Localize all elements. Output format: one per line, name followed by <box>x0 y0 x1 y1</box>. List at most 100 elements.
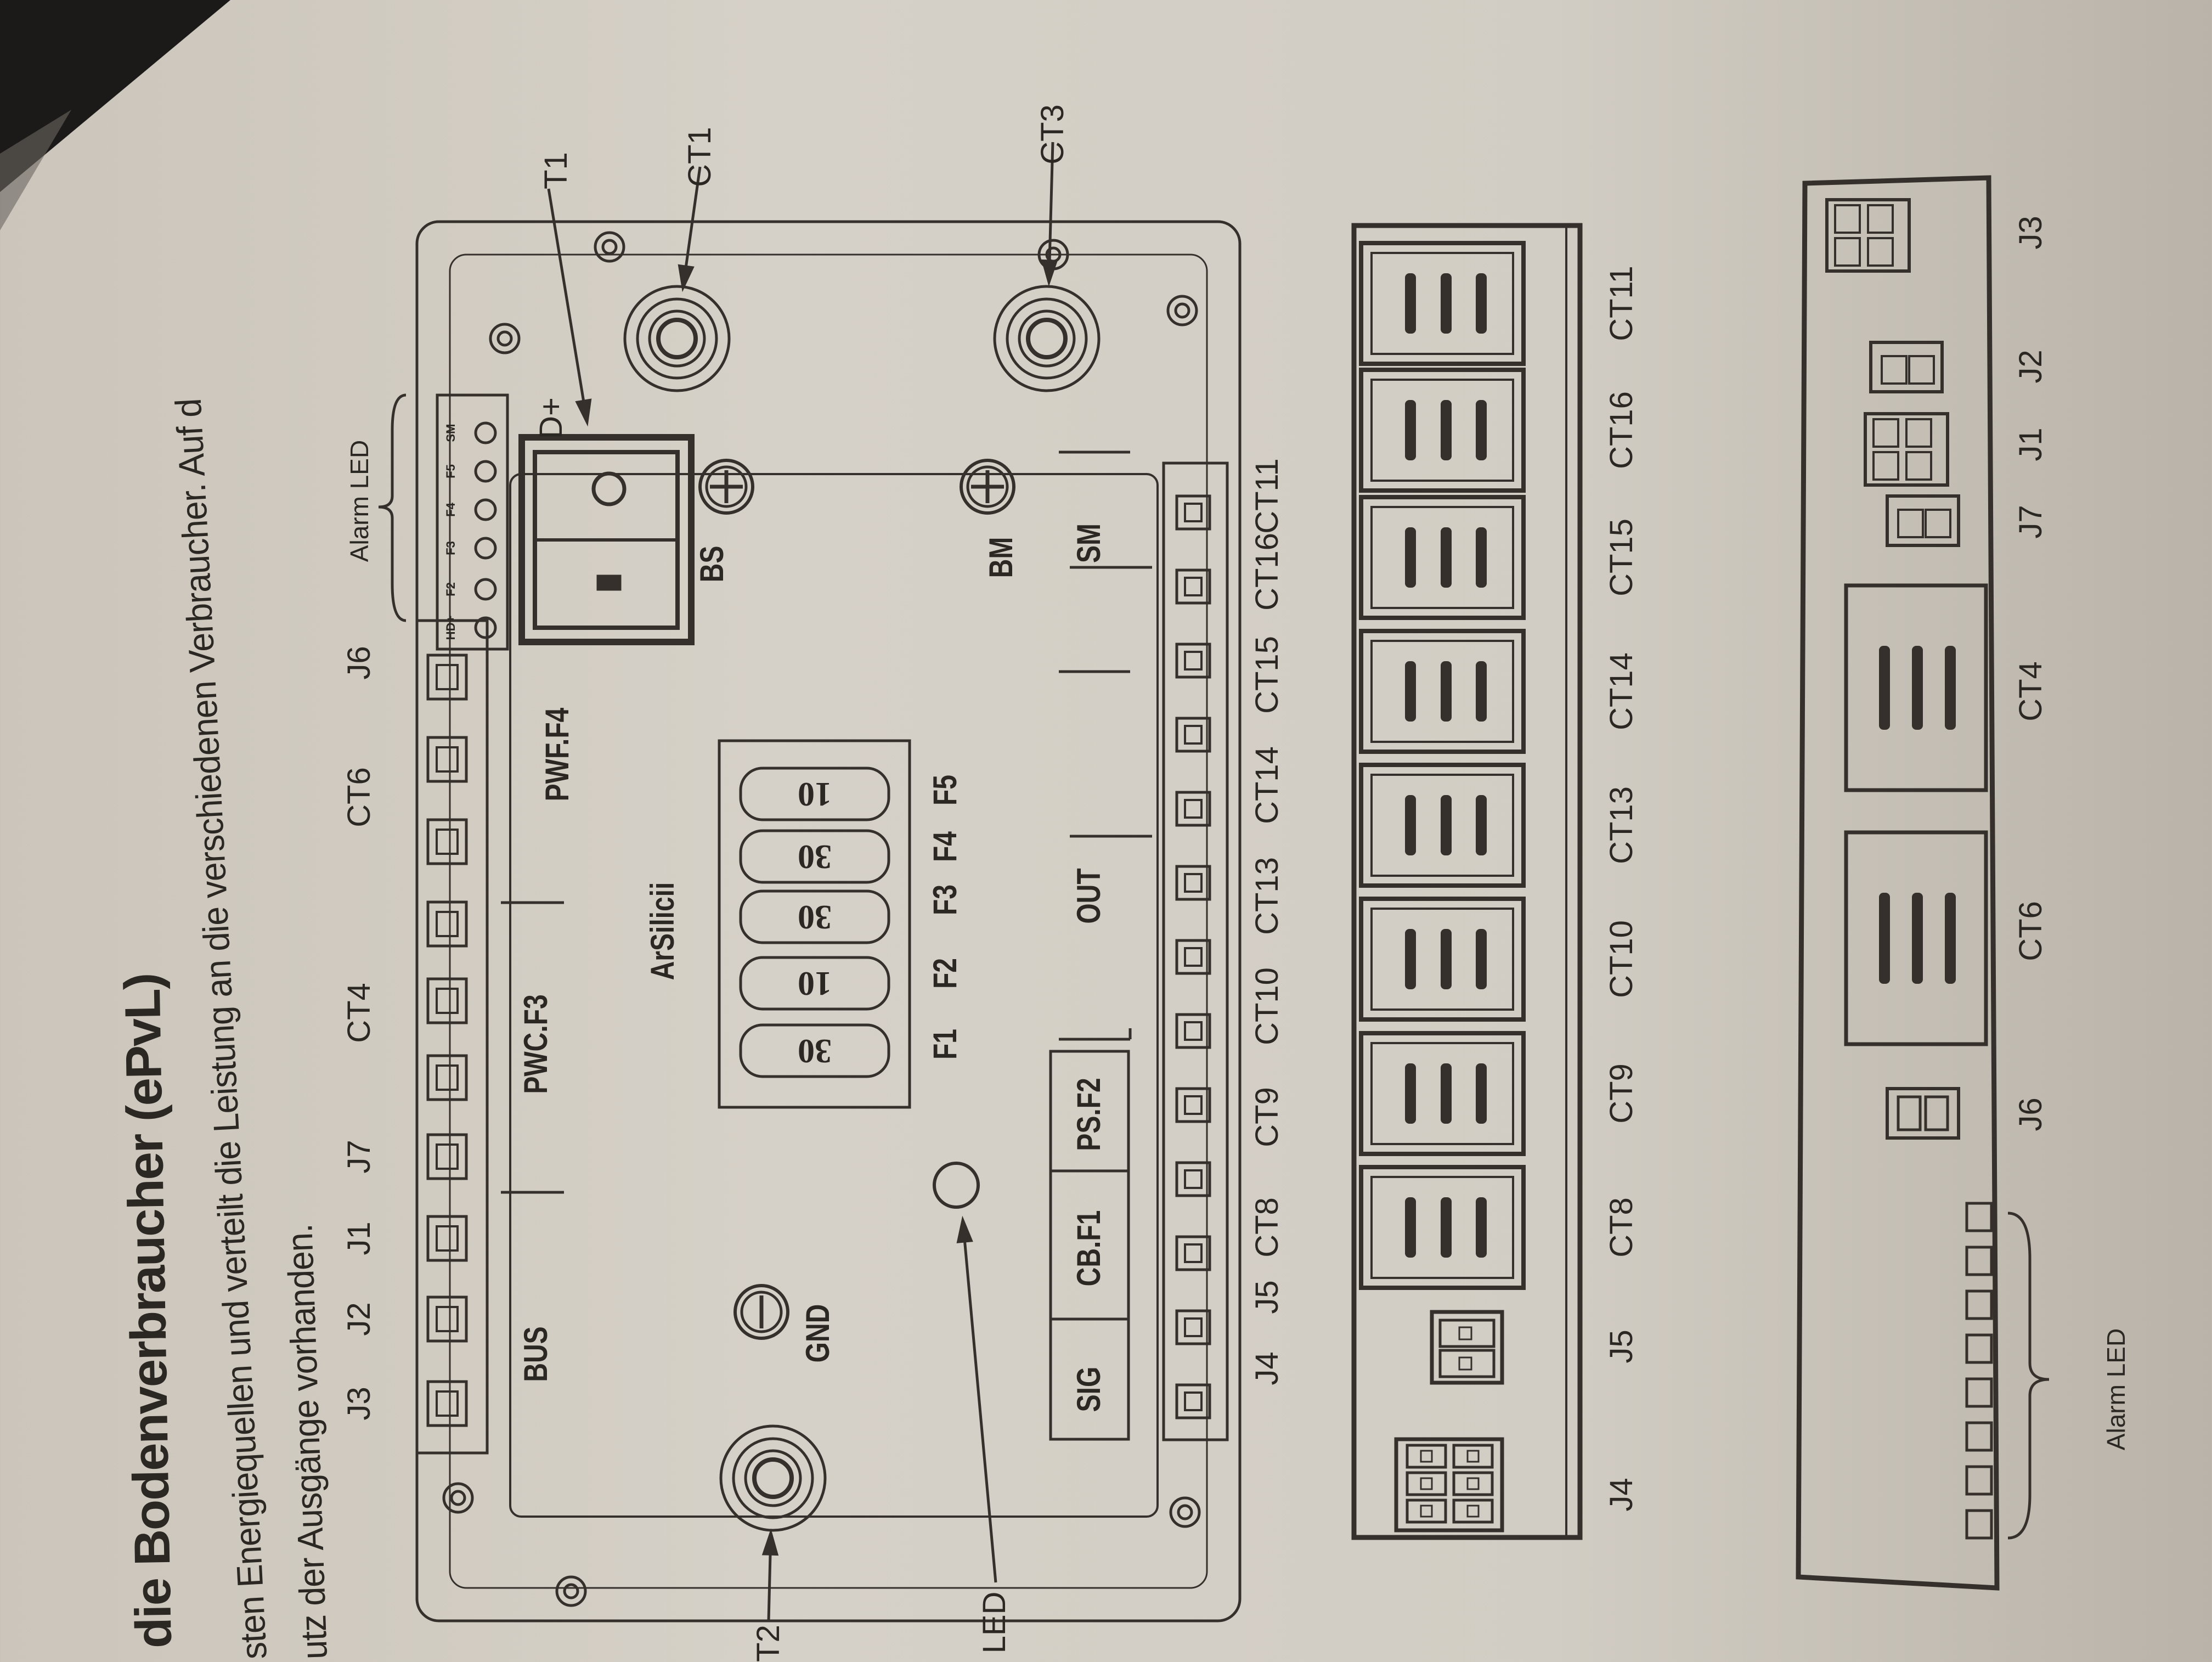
main-switch <box>518 434 695 645</box>
top-label: CT6 <box>341 767 377 827</box>
ct1-terminal-ring <box>656 318 698 359</box>
relay <box>1359 1031 1526 1156</box>
bs-screw <box>698 459 754 515</box>
relay-inner <box>1370 379 1514 482</box>
top-label: Alarm LED <box>345 440 374 562</box>
bm-label: BM <box>983 537 1019 578</box>
fuse-0 <box>739 1023 890 1078</box>
j4-pin <box>1406 1498 1447 1524</box>
fuse-2 <box>739 889 890 944</box>
relay-inner <box>1370 506 1514 609</box>
relay-contact <box>1405 273 1416 334</box>
j4-connector <box>1394 1437 1504 1533</box>
j5-pin <box>1438 1319 1496 1348</box>
fuse-name: F5 <box>927 774 963 806</box>
connector-pin <box>1872 418 1899 448</box>
gnd-screw <box>733 1284 789 1340</box>
j4-pin-hole <box>1420 1450 1433 1463</box>
ct3-arrow <box>1047 142 1054 283</box>
relay-contact <box>1441 400 1452 460</box>
relay-contact <box>1405 929 1416 989</box>
alarm-led-label: F4 <box>444 503 458 517</box>
relay-inner <box>1370 1176 1514 1279</box>
top-connector <box>426 1133 468 1180</box>
relay <box>1359 897 1526 1022</box>
connector-strip-label: J6 <box>2013 1097 2049 1131</box>
relay <box>1359 1165 1526 1290</box>
top-connector <box>426 900 468 948</box>
relay-contact <box>1945 646 1956 730</box>
relay-large <box>1844 583 1988 792</box>
led-indicator <box>933 1162 980 1209</box>
relay-contact <box>1912 646 1923 730</box>
relay-contact <box>1476 661 1487 722</box>
mounting-hole <box>1169 1496 1201 1528</box>
alarm-led-square <box>1965 1421 1993 1452</box>
bottom-connector-pin <box>1184 503 1203 522</box>
top-label: J1 <box>341 1221 377 1255</box>
relay-inner <box>1370 252 1514 355</box>
relay-contact <box>1476 929 1487 989</box>
bottom-connector-pin <box>1184 651 1203 671</box>
top-connector-pin <box>436 911 459 937</box>
brand-label: ArSilicii <box>644 882 681 981</box>
ct1-terminal-ring <box>636 297 718 380</box>
mounting-hole <box>1166 295 1198 326</box>
ct1-terminal-ring <box>623 285 731 392</box>
bottom-connector <box>1175 1383 1211 1419</box>
ct1-arrow-head <box>678 264 695 292</box>
mounting-hole-inner <box>1174 302 1190 319</box>
mounting-hole-inner <box>601 239 618 255</box>
output-label: SM <box>1070 523 1107 563</box>
bottom-label: CT9 <box>1249 1087 1285 1147</box>
top-connector <box>426 818 468 865</box>
led-label: LED <box>977 1591 1012 1654</box>
j4-pin <box>1452 1471 1494 1496</box>
alarm-led-brace <box>378 393 407 622</box>
j4-pin <box>1406 1471 1447 1496</box>
mounting-hole-inner <box>563 1583 579 1599</box>
top-connector-pin <box>436 829 459 855</box>
relay-inner <box>1370 640 1514 743</box>
mounting-hole-inner <box>1177 1504 1193 1520</box>
top-connector <box>426 1215 468 1262</box>
bottom-connector-pin <box>1184 799 1203 819</box>
relay-contact <box>1441 661 1452 722</box>
top-connector-pin <box>436 1306 459 1332</box>
bottom-connector <box>1175 568 1211 605</box>
alarm-led-square <box>1965 1246 1993 1276</box>
bottom-connector <box>1175 1087 1211 1123</box>
relay-contact <box>1441 795 1452 855</box>
t1-arrow-head <box>575 398 592 427</box>
fuse-rating: 30 <box>798 898 832 936</box>
t2-terminal-ring <box>732 1437 814 1519</box>
top-connector-pin <box>436 1064 459 1091</box>
top-connector-pin <box>436 1143 459 1170</box>
bottom-label: J4 <box>1249 1351 1285 1385</box>
ct3-label: CT3 <box>1035 104 1070 165</box>
relay-contact <box>1476 527 1487 588</box>
bottom-connector <box>1175 1235 1211 1271</box>
fuse-1 <box>739 956 890 1011</box>
j6-connector <box>1886 1087 1960 1140</box>
j5-pin <box>1438 1349 1496 1378</box>
alarm-led-strip <box>436 393 509 651</box>
top-connector <box>426 1054 468 1101</box>
connector-pin <box>1897 509 1924 538</box>
relay-strip <box>1351 223 1583 1540</box>
alarm-led-square <box>1965 1465 1993 1496</box>
ct3-arrow-head <box>1041 259 1058 287</box>
relay-contact <box>1405 661 1416 722</box>
t2-label: T2 <box>751 1625 786 1662</box>
ct3-terminal-ring <box>993 285 1101 392</box>
relay-contact <box>1879 893 1890 984</box>
top-connector <box>426 977 468 1024</box>
relay-inner <box>1370 774 1514 877</box>
bottom-connector-pin <box>1184 1317 1203 1337</box>
connector-pin <box>1872 451 1899 481</box>
fuse-3 <box>739 829 890 884</box>
connector-pin <box>1908 355 1935 385</box>
mounting-hole <box>594 231 625 263</box>
relay-contact <box>1405 527 1416 588</box>
